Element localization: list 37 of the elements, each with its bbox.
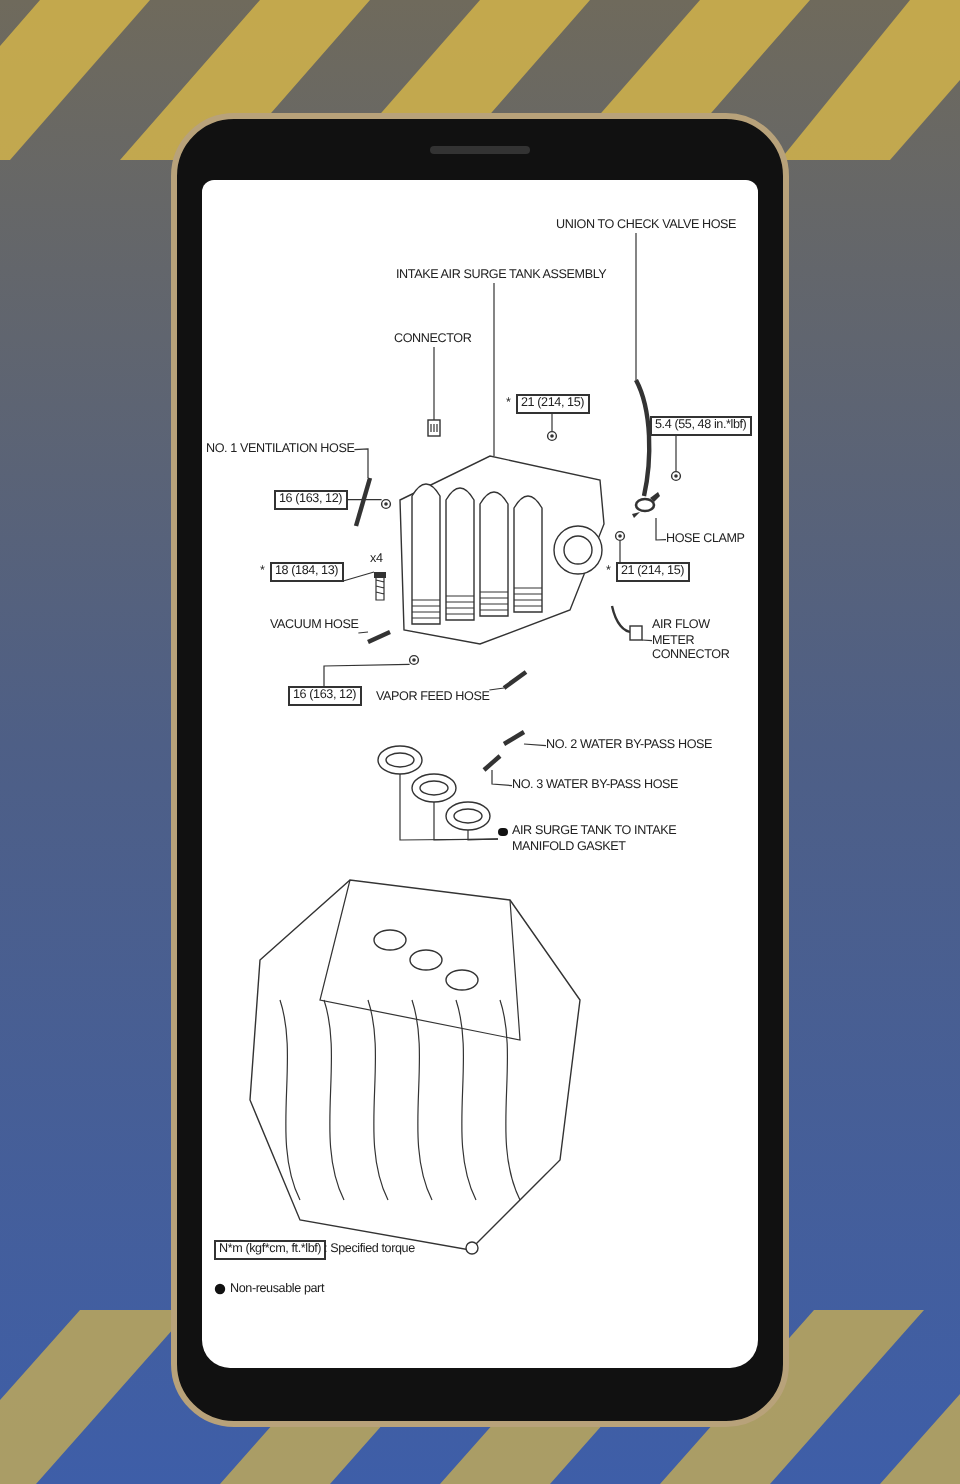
hose-drawing xyxy=(502,730,526,746)
gasket-drawing xyxy=(377,745,423,775)
leader-line xyxy=(346,499,383,501)
hose-drawing xyxy=(634,379,652,497)
leader-line xyxy=(655,517,667,541)
leader-line xyxy=(641,639,653,642)
leader-line xyxy=(635,232,637,381)
leader-line xyxy=(523,743,547,747)
leader-line xyxy=(323,663,411,687)
gasket-drawing xyxy=(411,773,457,803)
leader-line xyxy=(551,412,553,433)
leader-line xyxy=(433,346,435,421)
hose-drawing xyxy=(353,477,373,527)
bolt-drawing xyxy=(408,654,420,666)
gasket-drawing xyxy=(445,801,491,831)
leader-line xyxy=(619,539,621,563)
bolt-drawing xyxy=(614,530,626,542)
leader-line xyxy=(491,769,513,787)
bolt-drawing xyxy=(374,572,386,601)
intake-manifold-drawing xyxy=(399,455,605,645)
leader-line xyxy=(353,448,369,479)
connector-drawing xyxy=(427,419,441,437)
leader-line xyxy=(357,631,369,634)
bolt-drawing xyxy=(670,470,682,482)
leader-line xyxy=(342,571,375,582)
bolt-drawing xyxy=(380,498,392,510)
bolt-drawing xyxy=(546,430,558,442)
hose-drawing xyxy=(482,754,502,772)
leader-line xyxy=(433,801,499,841)
leader-line xyxy=(467,829,499,841)
leader-line xyxy=(493,282,495,457)
hose-drawing xyxy=(367,630,391,644)
hose-drawing xyxy=(502,670,528,690)
connector-drawing xyxy=(610,605,643,641)
leader-line xyxy=(675,434,677,473)
leader-line xyxy=(488,687,505,691)
hose-clamp-drawing xyxy=(632,492,660,518)
